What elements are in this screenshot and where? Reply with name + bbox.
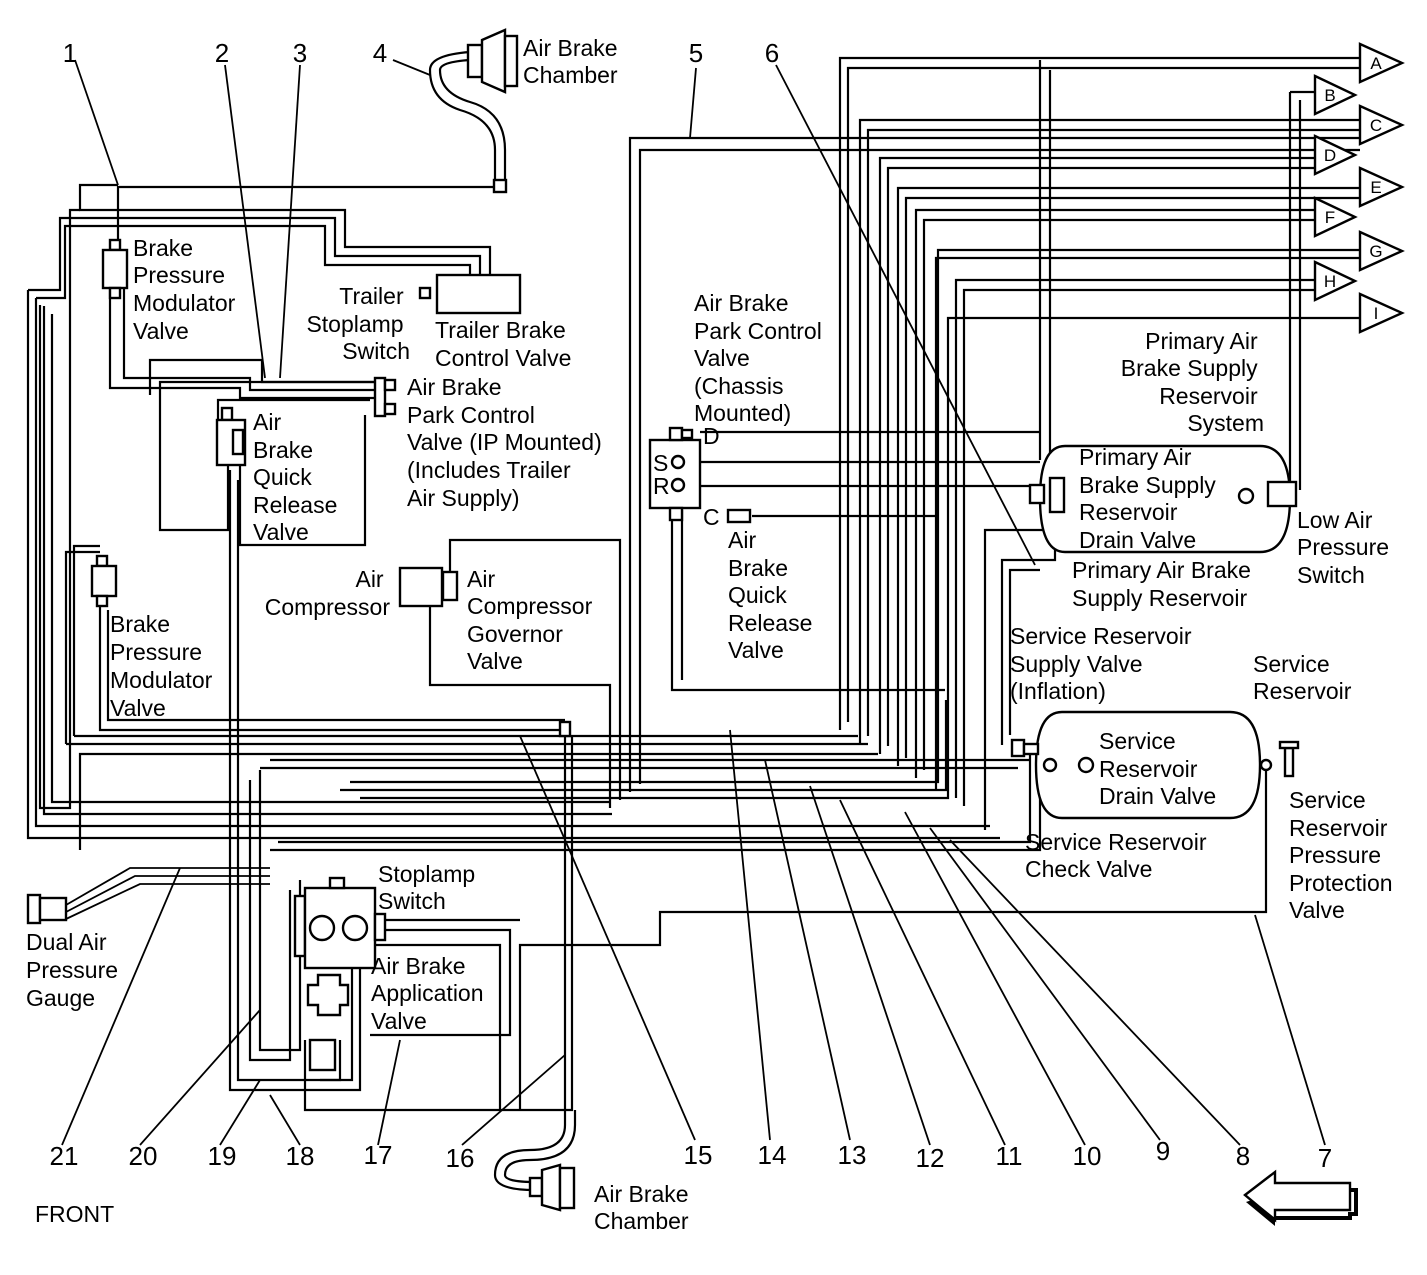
terminal-f-label: F [1325, 208, 1335, 227]
port-r-label: R [653, 473, 670, 499]
terminal-d-icon: D [1313, 134, 1358, 176]
stoplamp-switch-label: Stoplamp Switch [378, 861, 482, 914]
port-s-label: S [653, 450, 668, 476]
air-brake-quick-release-valve-left-icon [215, 406, 247, 467]
callout-leader-lines [61, 59, 1326, 1146]
callout-14: 14 [758, 1140, 787, 1170]
dual-air-pressure-gauge-label: Dual Air Pressure Gauge [26, 929, 124, 1011]
service-reservoir-pressure-protection-valve-label: Service Reservoir Pressure Protection Va… [1289, 787, 1399, 923]
trailer-brake-control-valve-icon [435, 273, 522, 315]
front-label: FRONT [35, 1201, 114, 1227]
air-lines [26, 50, 1360, 1192]
callout-4: 4 [373, 38, 387, 68]
trailer-stoplamp-switch-icon [418, 286, 432, 300]
callout-2: 2 [215, 38, 229, 68]
terminal-b-icon: B [1313, 74, 1358, 116]
terminal-g-label: G [1369, 242, 1382, 261]
terminal-g-icon: G [1358, 230, 1405, 272]
primary-air-brake-supply-reservoir-drain-valve-label: Primary Air Brake Supply Reservoir Drain… [1079, 444, 1222, 553]
brake-pressure-modulator-valve-upper-label: Brake Pressure Modulator Valve [133, 235, 242, 344]
trailer-brake-control-valve-label: Trailer Brake Control Valve [435, 317, 572, 371]
air-brake-chamber-bottom-label: Air Brake Chamber [594, 1181, 695, 1234]
primary-air-brake-supply-reservoir-label: Primary Air Brake Supply Reservoir [1072, 557, 1257, 611]
terminal-e-label: E [1370, 178, 1381, 197]
callout-13: 13 [838, 1140, 867, 1170]
callout-21: 21 [50, 1141, 79, 1171]
port-d-label: D [703, 423, 720, 449]
air-compressor-icon [398, 566, 444, 608]
terminal-c-label: C [1370, 116, 1382, 135]
brake-pressure-modulator-valve-upper-icon [101, 238, 129, 300]
terminal-a-label: A [1370, 54, 1382, 73]
air-brake-park-control-valve-chassis-label: Air Brake Park Control Valve (Chassis Mo… [694, 290, 828, 426]
air-brake-quick-release-valve-right-label: Air Brake Quick Release Valve [728, 527, 819, 663]
stoplamp-switch-icon [328, 876, 346, 890]
air-brake-quick-release-valve-left-label: Air Brake Quick Release Valve [253, 409, 344, 545]
callout-20: 20 [129, 1141, 158, 1171]
callout-8: 8 [1236, 1141, 1250, 1171]
port-c-label: C [703, 504, 720, 530]
primary-air-brake-supply-reservoir-system-label: Primary Air Brake Supply Reservoir Syste… [1121, 328, 1264, 436]
terminal-c-icon: C [1358, 104, 1405, 146]
air-brake-park-control-valve-ip-label: Air Brake Park Control Valve (IP Mounted… [407, 374, 608, 511]
brake-pressure-modulator-valve-lower-label: Brake Pressure Modulator Valve [110, 611, 219, 721]
callout-5: 5 [689, 38, 703, 68]
brake-pressure-modulator-valve-lower-icon [90, 554, 118, 608]
air-brake-park-control-valve-ip-icon [373, 376, 397, 418]
callout-9: 9 [1156, 1136, 1170, 1166]
air-brake-chamber-top-label: Air Brake Chamber [523, 35, 624, 88]
callout-6: 6 [765, 38, 779, 68]
callout-18: 18 [286, 1141, 315, 1171]
terminal-h-label: H [1324, 272, 1336, 291]
air-compressor-governor-valve-label: Air Compressor Governor Valve [467, 566, 599, 674]
service-reservoir-icon [1010, 710, 1300, 820]
callout-15: 15 [684, 1140, 713, 1170]
trailer-stoplamp-switch-label: Trailer Stoplamp Switch [306, 283, 410, 364]
service-reservoir-check-valve-label: Service Reservoir Check Valve [1025, 829, 1213, 882]
callout-1: 1 [63, 38, 77, 68]
air-brake-chamber-top-icon [466, 28, 519, 194]
callout-19: 19 [208, 1141, 237, 1171]
terminal-h-icon: H [1313, 260, 1358, 302]
service-reservoir-supply-valve-label: Service Reservoir Supply Valve (Inflatio… [1010, 623, 1198, 704]
callout-11: 11 [996, 1141, 1023, 1171]
low-air-pressure-switch-label: Low Air Pressure Switch [1297, 507, 1395, 588]
terminal-d-label: D [1324, 146, 1336, 165]
terminal-f-icon: F [1313, 196, 1358, 238]
callout-3: 3 [293, 38, 307, 68]
service-reservoir-drain-valve-label: Service Reservoir Drain Valve [1099, 728, 1216, 809]
air-brake-application-valve-icon [293, 886, 387, 1072]
callout-16: 16 [446, 1143, 475, 1173]
air-compressor-governor-valve-icon [441, 570, 459, 602]
callout-7: 7 [1318, 1143, 1332, 1173]
dual-air-pressure-gauge-icon [26, 893, 68, 925]
air-brake-application-valve-label: Air Brake Application Valve [371, 953, 490, 1034]
air-brake-chamber-bottom-icon [528, 720, 576, 1212]
service-reservoir-label: Service Reservoir [1253, 651, 1352, 704]
terminal-i-label: I [1374, 304, 1379, 323]
air-brake-park-control-valve-chassis-icon [648, 426, 702, 522]
callout-17: 17 [364, 1140, 393, 1170]
terminal-i-icon: I [1358, 292, 1405, 334]
primary-air-brake-supply-reservoir-icon [1028, 444, 1298, 554]
connector-terminals: A B C D E F G H I [1313, 42, 1405, 334]
terminal-e-icon: E [1358, 166, 1405, 208]
terminal-a-icon: A [1358, 42, 1405, 84]
air-compressor-label: Air Compressor [265, 566, 391, 620]
air-brake-quick-release-valve-right-icon [726, 508, 752, 524]
callout-12: 12 [916, 1143, 945, 1173]
callout-10: 10 [1073, 1141, 1102, 1171]
terminal-b-label: B [1324, 86, 1335, 105]
